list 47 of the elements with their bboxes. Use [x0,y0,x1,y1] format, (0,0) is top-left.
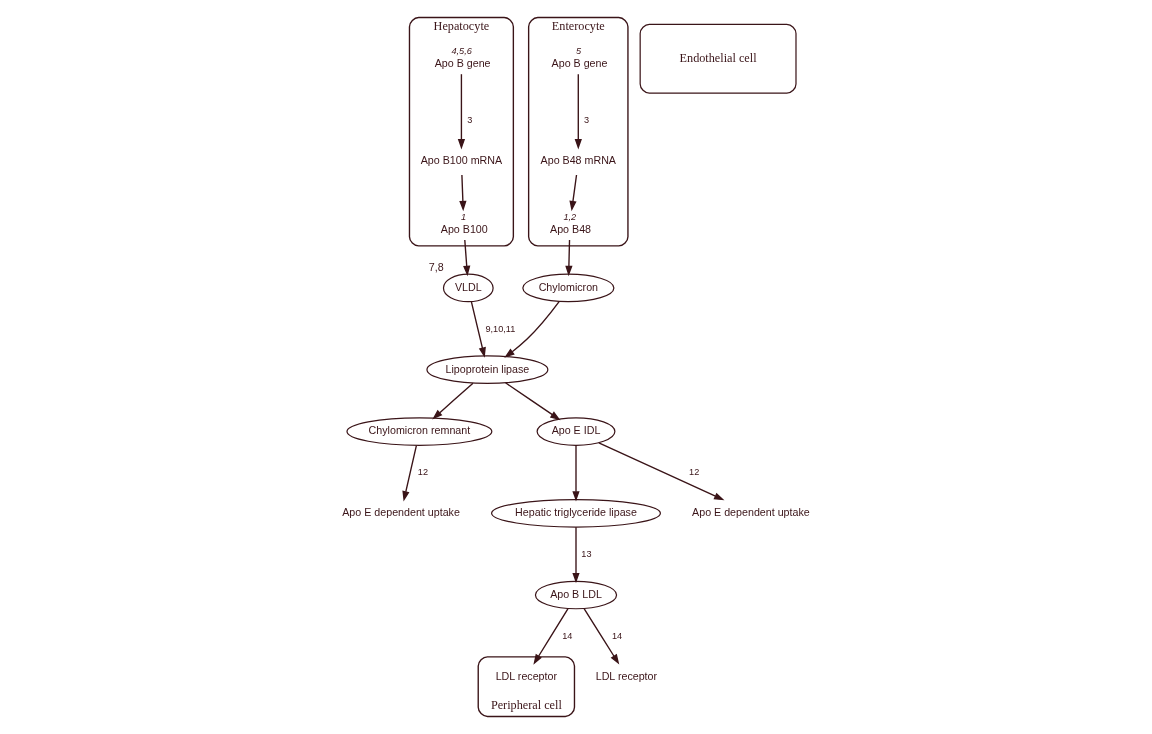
node-ellipse: Chylomicron [522,273,615,303]
arrow [572,444,580,502]
node-text: LDL receptor [495,669,558,682]
arrow [457,73,466,150]
node-label: 5 [576,45,582,56]
node-text: Apo B gene [434,57,491,70]
node-label: 1,2 [563,211,577,222]
arrow [459,174,467,212]
node-text: Apo B100 mRNA [420,153,503,166]
node-ellipse: Hepatic triglyceride lipase [491,498,661,528]
arrow [598,442,725,501]
edge-label: 9,10,11 [485,323,516,334]
node-ellipse: Apo B LDL [534,580,618,610]
edge-label: 12 [417,467,429,478]
arrow [470,300,486,358]
arrow [402,444,418,502]
node-text: Apo E dependent uptake [342,506,460,519]
arrow [533,607,569,665]
arrow [432,382,474,420]
node-ellipse: Chylomicron remnant [346,417,493,446]
edge-label: 3 [584,115,590,126]
arrow [572,526,580,584]
edge-label: 13 [581,548,592,559]
arrow [504,382,561,421]
node-ellipse: Lipoprotein lipase [426,355,549,385]
arrow [583,607,620,665]
node-text: Apo B48 [550,223,592,236]
node-text: Apo B gene [551,57,608,70]
edge-label: 14 [562,630,573,641]
node-text: LDL receptor [595,669,658,682]
arrow [463,239,471,277]
node-text: Apo B100 [440,223,488,236]
node-box: Endothelial cell [639,23,797,94]
edge-label: 3 [467,115,473,126]
arrow [569,174,578,212]
node-ellipse: Apo E IDL [536,417,616,446]
node-label: 1 [461,211,467,222]
node-label: 7,8 [428,261,444,274]
arrow [565,239,573,277]
edge-label: 14 [611,630,623,641]
edge-label: 12 [689,467,700,478]
arrow [574,73,582,150]
node-ellipse: VLDL [442,273,494,303]
node-text: Apo B48 mRNA [540,153,617,166]
arrow [504,300,560,358]
node-text: Apo E dependent uptake [692,506,810,519]
node-label: 4,5,6 [451,45,472,56]
